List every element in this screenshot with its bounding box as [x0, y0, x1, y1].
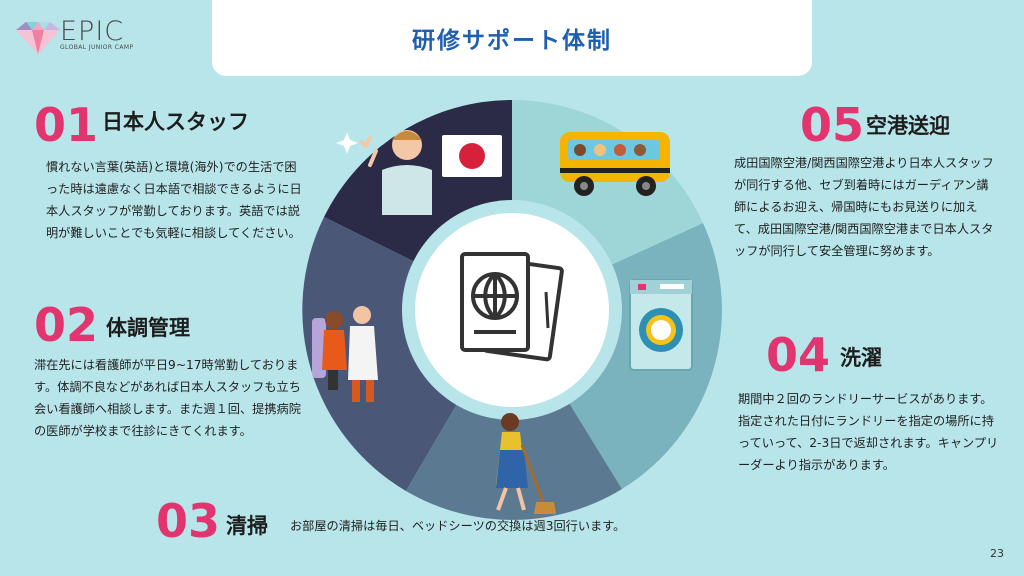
section-01-number: 01	[34, 98, 99, 152]
nurse-patient-icon	[312, 306, 378, 402]
school-bus-icon	[560, 132, 670, 196]
brand-logo: EPIC GLOBAL JUNIOR CAMP	[60, 18, 133, 52]
section-05-body: 成田国際空港/関西国際空港より日本人スタッフが同行する他、セブ到着時にはガーディ…	[734, 156, 994, 258]
section-04-number: 04	[766, 328, 831, 382]
section-04-body: 期間中２回のランドリーサービスがあります。指定された日付にランドリーを指定の場所…	[738, 392, 999, 472]
brand-logo-main: EPIC	[60, 16, 125, 47]
section-05-heading: 空港送迎	[866, 114, 950, 138]
section-01-heading: 日本人スタッフ	[102, 110, 249, 134]
brand-logo-sub: GLOBAL JUNIOR CAMP	[60, 44, 134, 51]
section-02-body: 滞在先には看護師が平日9~17時常勤しております。体調不良などがあれば日本人スタ…	[34, 358, 301, 438]
epic-logo-icon	[16, 22, 60, 54]
section-03-number: 03	[156, 494, 221, 548]
section-02-heading: 体調管理	[106, 316, 190, 340]
washing-machine-icon	[629, 279, 693, 371]
cleaning-woman-icon	[496, 413, 556, 514]
section-05-number: 05	[800, 98, 865, 152]
section-01-body: 慣れない言葉(英語)と環境(海外)での生活で困った時は遠慮なく日本語で相談できる…	[46, 160, 302, 240]
section-04-heading: 洗濯	[840, 346, 882, 370]
title-banner: 研修サポート体制	[212, 0, 812, 76]
passport-icon	[460, 252, 564, 362]
page-number: 23	[990, 547, 1004, 560]
section-03-heading: 清掃	[226, 514, 268, 538]
support-ring-diagram	[302, 100, 722, 520]
section-02-number: 02	[34, 298, 99, 352]
page-title: 研修サポート体制	[412, 28, 612, 54]
staff-person-icon	[336, 130, 502, 215]
section-03-body: お部屋の清掃は毎日、ベッドシーツの交換は週3回行います。	[290, 519, 626, 533]
